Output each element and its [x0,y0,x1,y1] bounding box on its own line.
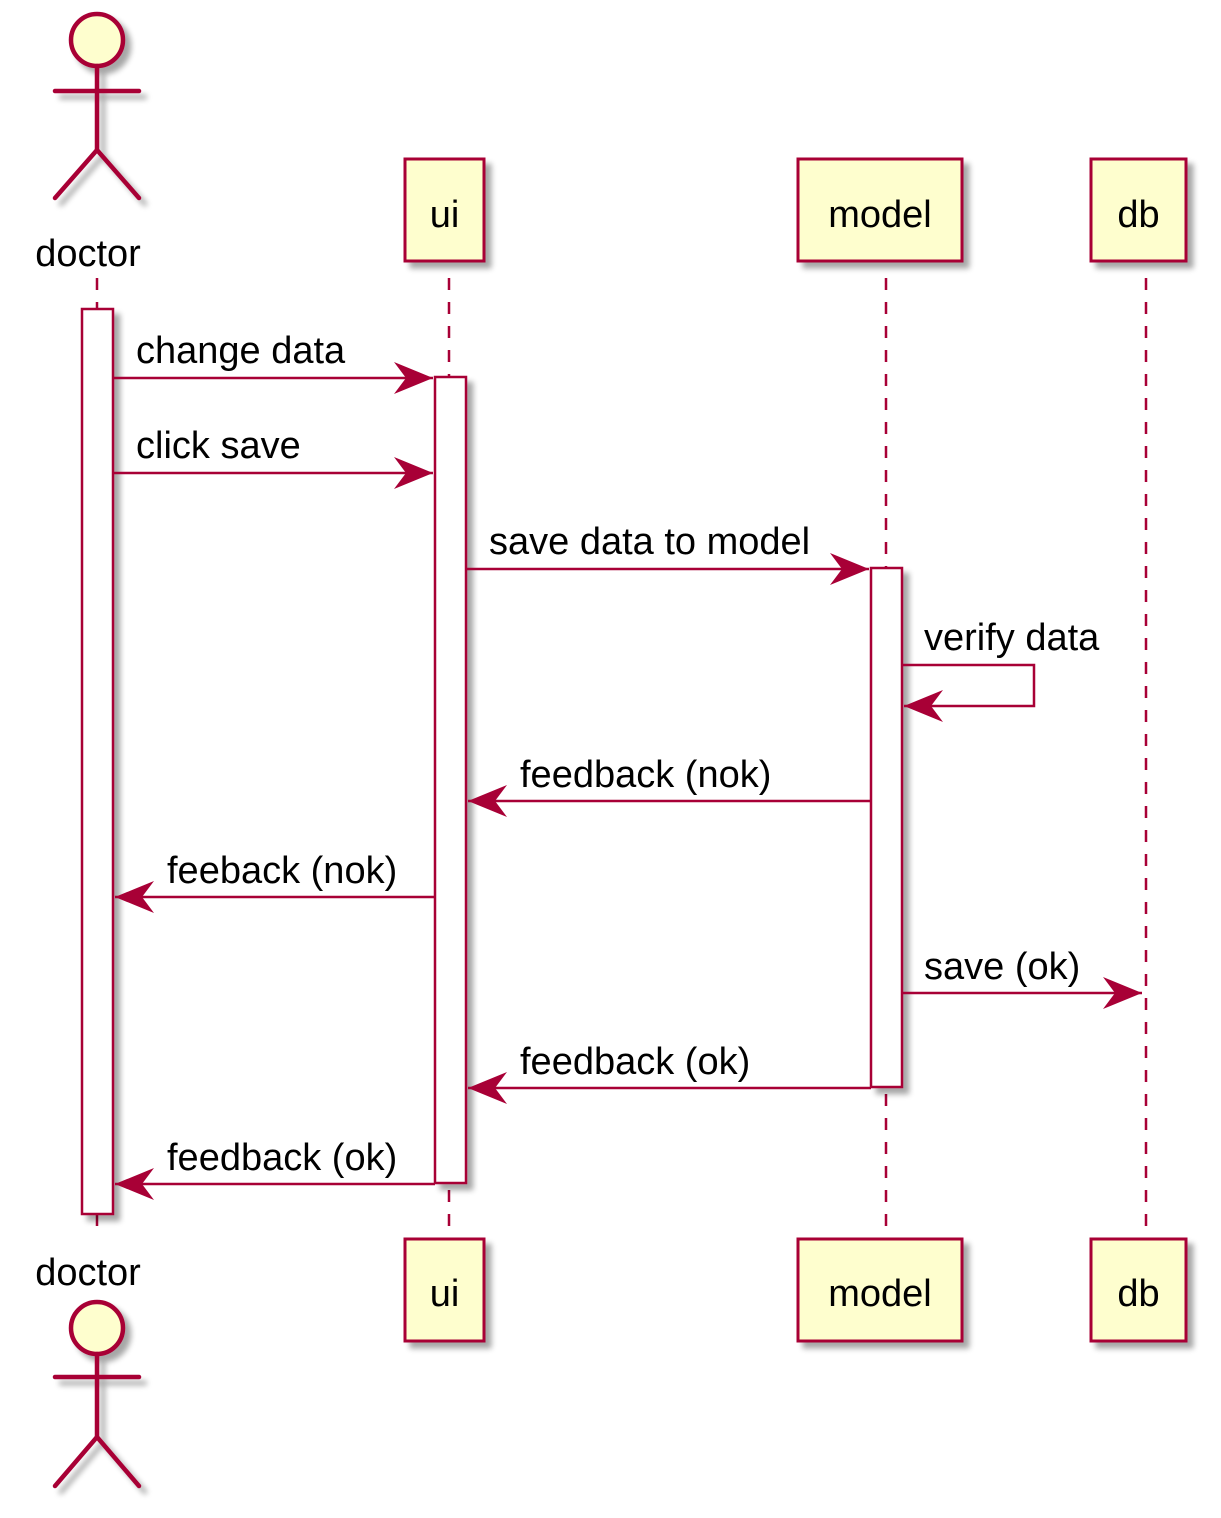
message-label: click save [136,425,301,467]
message-label: feeback (nok) [167,850,397,892]
actor-label-bottom: doctor [35,1252,141,1294]
arrowhead-icon [394,362,433,394]
actor-icon [52,1299,142,1489]
message-label: verify data [924,617,1100,659]
participant-db-bottom: db [1089,1237,1188,1343]
activation-ui [433,375,468,1185]
message-label: feedback (ok) [520,1041,750,1083]
activation-model [869,566,904,1089]
arrowhead-icon [394,457,433,489]
participant-label: model [828,194,932,236]
participant-model-bottom: model [796,1237,964,1343]
message-feeback-nok: feeback (nok) [115,850,435,913]
participant-ui-bottom: ui [403,1237,486,1343]
participant-boxes: ui model db ui model db [403,157,1188,1343]
arrowhead-icon [468,1072,507,1104]
activations [80,307,904,1216]
arrowhead-icon [468,785,507,817]
message-label: save data to model [489,521,810,563]
participant-ui-top: ui [403,157,486,263]
message-save-ok: save (ok) [902,946,1142,1009]
message-label: feedback (nok) [520,754,771,796]
actor-doctor-top [52,11,142,201]
actor-doctor-bottom [52,1299,142,1489]
message-feedback-ok-model: feedback (ok) [468,1041,871,1104]
participant-db-top: db [1089,157,1188,263]
arrowhead-icon [904,690,943,722]
message-click-save: click save [113,425,433,489]
participant-label: db [1117,1273,1159,1315]
message-verify-data: verify data [902,617,1100,722]
messages: change data click save save data to mode… [113,330,1142,1200]
message-feedback-nok: feedback (nok) [468,754,871,817]
arrowhead-icon [830,553,869,585]
arrowhead-icon [115,881,154,913]
arrowhead-icon [1103,977,1142,1009]
activation-doctor [80,307,115,1216]
message-change-data: change data [113,330,433,394]
participant-label: ui [430,194,460,236]
message-feedback-ok-ui: feedback (ok) [115,1137,435,1200]
participant-model-top: model [796,157,964,263]
message-label: save (ok) [924,946,1080,988]
participant-label: db [1117,194,1159,236]
participant-label: ui [430,1273,460,1315]
arrowhead-icon [115,1168,154,1200]
message-label: feedback (ok) [167,1137,397,1179]
message-save-data-to-model: save data to model [466,521,869,585]
actor-label-top: doctor [35,233,141,275]
message-label: change data [136,330,346,372]
actor-icon [52,11,142,201]
participant-label: model [828,1273,932,1315]
actors: doctor doctor [35,11,142,1489]
